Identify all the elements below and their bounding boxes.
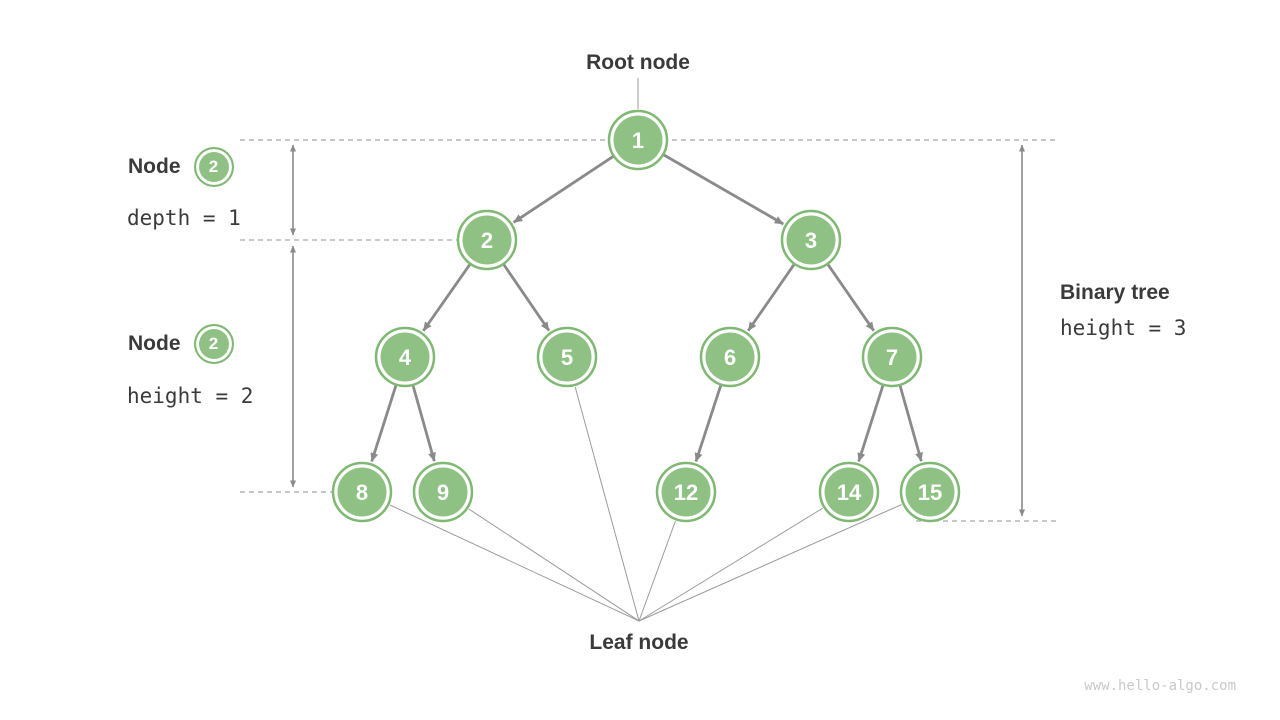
binary-tree-title: Binary tree bbox=[1060, 281, 1170, 304]
node-badge-height-value: 2 bbox=[208, 334, 219, 353]
node-badge-height: 2 bbox=[193, 324, 234, 364]
tree-node-8: 8 bbox=[331, 461, 393, 523]
node-value: 9 bbox=[437, 480, 449, 505]
node-disc bbox=[462, 215, 512, 265]
tree-node-14: 14 bbox=[818, 461, 880, 523]
tree-edge bbox=[422, 263, 471, 332]
tree-node-7: 7 bbox=[861, 326, 923, 388]
leaf-pointer-line bbox=[638, 504, 902, 622]
node-disc bbox=[905, 467, 955, 517]
node-value: 1 bbox=[632, 128, 644, 153]
node-disc bbox=[867, 332, 917, 382]
tree-node-15: 15 bbox=[899, 461, 961, 523]
tree-node-3: 3 bbox=[780, 209, 842, 271]
node-disc bbox=[380, 332, 430, 382]
node-value: 8 bbox=[356, 480, 368, 505]
node-depth-annotation: Node 2 bbox=[128, 147, 234, 187]
tree-node-4: 4 bbox=[374, 326, 436, 388]
node-value: 2 bbox=[481, 228, 493, 253]
tree-edge bbox=[747, 263, 796, 332]
measure-arrows bbox=[290, 144, 1025, 517]
tree-edge bbox=[502, 263, 551, 332]
tree-edge bbox=[411, 385, 436, 462]
node-height-annotation: Node 2 bbox=[128, 324, 234, 364]
node-disc bbox=[824, 467, 874, 517]
node-depth-title: Node bbox=[128, 155, 181, 178]
leaf-pointer-line bbox=[638, 507, 823, 622]
node-value: 14 bbox=[837, 480, 862, 505]
pointer-lines bbox=[389, 78, 902, 622]
tree-node-1: 1 bbox=[607, 109, 669, 171]
tree-node-2: 2 bbox=[456, 209, 518, 271]
node-height-value: height = 2 bbox=[127, 384, 254, 408]
tree-node-6: 6 bbox=[699, 326, 761, 388]
tree-edge bbox=[512, 155, 614, 224]
node-disc bbox=[786, 215, 836, 265]
watermark-text: www.hello-algo.com bbox=[1084, 678, 1236, 694]
leaf-pointer-line bbox=[389, 504, 640, 622]
node-badge-depth: 2 bbox=[193, 147, 234, 187]
tree-edge bbox=[857, 385, 885, 462]
node-badge-depth-value: 2 bbox=[208, 157, 219, 176]
node-value: 3 bbox=[805, 228, 817, 253]
leaf-node-label: Leaf node bbox=[589, 631, 689, 654]
node-value: 7 bbox=[886, 345, 898, 370]
tree-edge bbox=[826, 263, 875, 332]
leaf-pointer-line bbox=[468, 508, 640, 622]
leaf-pointer-line bbox=[574, 386, 640, 622]
leaf-pointer-line bbox=[638, 520, 676, 622]
node-value: 12 bbox=[674, 480, 698, 505]
tree-edge bbox=[663, 153, 784, 226]
tree-edge bbox=[898, 385, 923, 462]
node-disc bbox=[542, 332, 592, 382]
node-disc bbox=[418, 467, 468, 517]
node-height-title: Node bbox=[128, 332, 181, 355]
node-disc bbox=[661, 467, 711, 517]
tree-node-5: 5 bbox=[536, 326, 598, 388]
node-disc bbox=[613, 115, 663, 165]
tree-node-9: 9 bbox=[412, 461, 474, 523]
node-value: 6 bbox=[724, 345, 736, 370]
node-value: 15 bbox=[918, 480, 942, 505]
tree-node-12: 12 bbox=[655, 461, 717, 523]
tree-edges bbox=[370, 153, 923, 463]
node-value: 5 bbox=[561, 345, 573, 370]
root-node-label: Root node bbox=[586, 51, 690, 74]
tree-edge bbox=[694, 385, 723, 463]
node-disc bbox=[337, 467, 387, 517]
tree-edge bbox=[370, 385, 398, 462]
node-disc bbox=[705, 332, 755, 382]
node-value: 4 bbox=[399, 345, 412, 370]
binary-tree-height-value: height = 3 bbox=[1060, 316, 1187, 340]
node-depth-value: depth = 1 bbox=[127, 206, 241, 230]
